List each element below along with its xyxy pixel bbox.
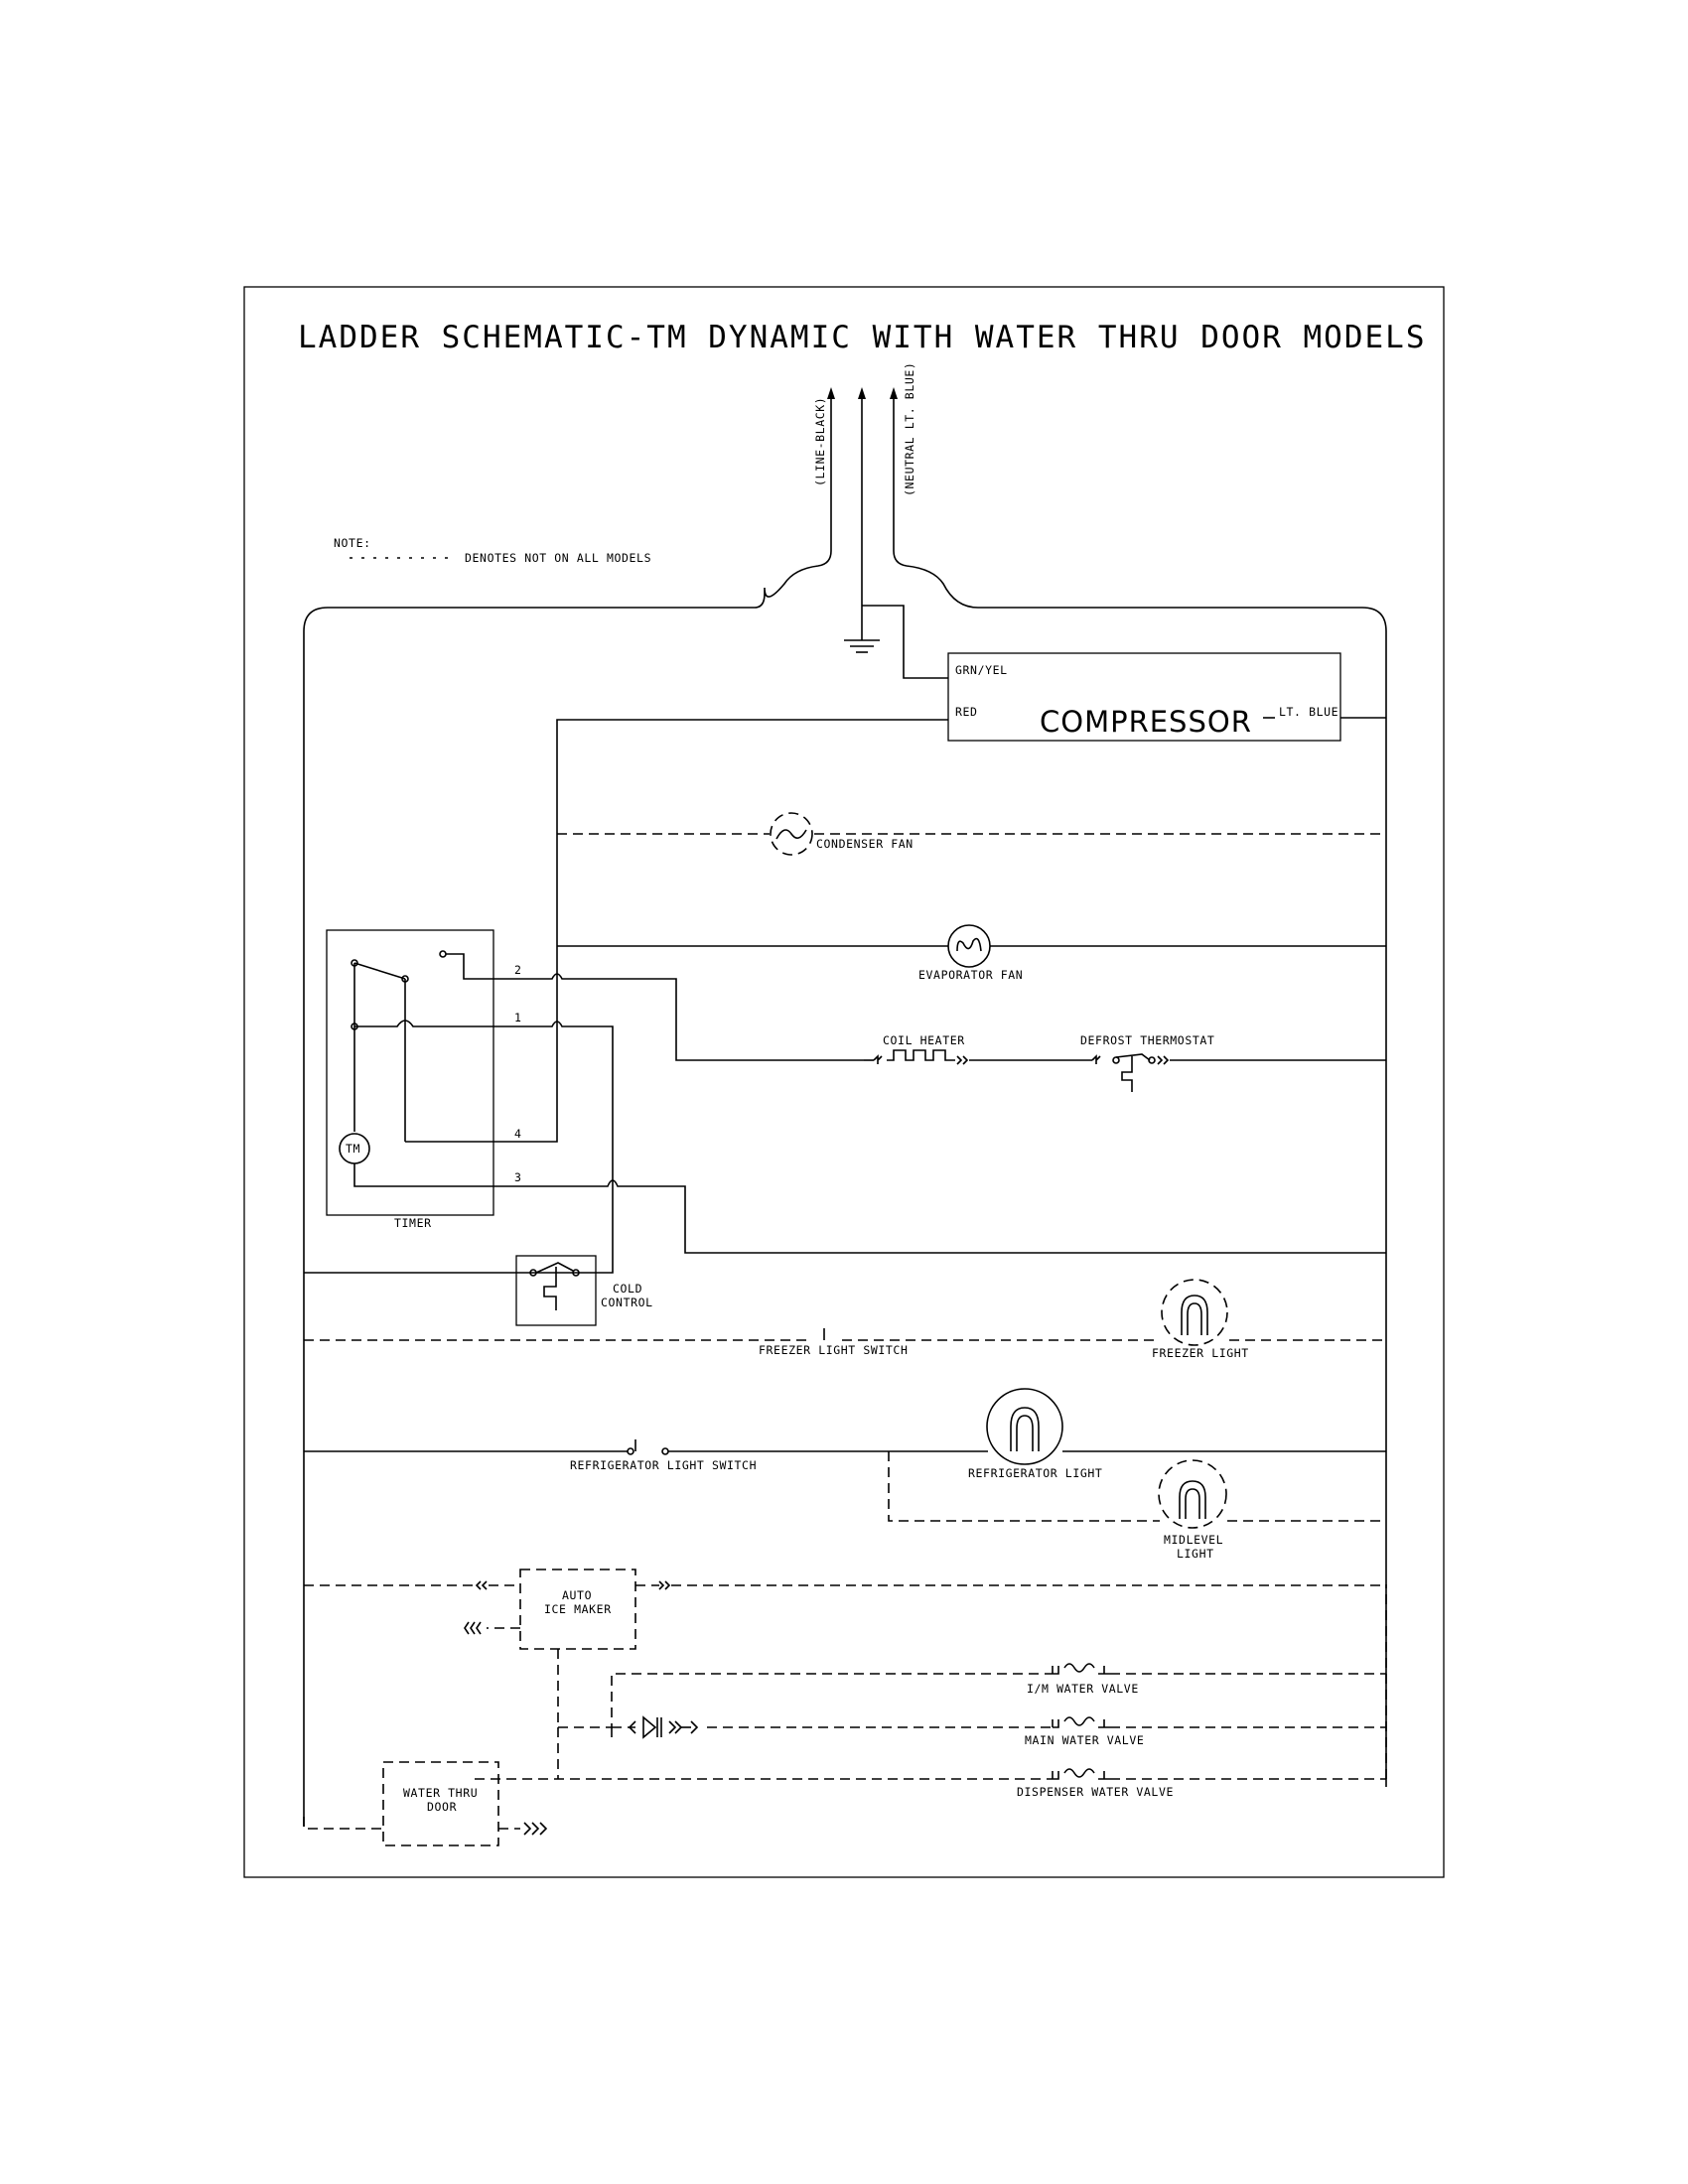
- evaporator-fan-label: EVAPORATOR FAN: [918, 968, 1023, 982]
- evaporator-fan-rung: EVAPORATOR FAN: [557, 924, 1386, 982]
- condenser-fan-rung: CONDENSER FAN: [557, 812, 1386, 856]
- compressor-wire-blue: LT. BLUE: [1279, 705, 1338, 719]
- refrigerator-light-switch-label: REFRIGERATOR LIGHT SWITCH: [570, 1458, 757, 1472]
- timer-label: TIMER: [394, 1216, 432, 1230]
- compressor-wire-red: RED: [955, 705, 978, 719]
- cold-control-label-1: COLD: [613, 1282, 642, 1296]
- freezer-light-rung: FREEZER LIGHT SWITCH FREEZER LIGHT: [304, 1279, 1386, 1360]
- water-valves: I/M WATER VALVE MAIN WATER VALVE DISPENS…: [475, 1584, 1387, 1799]
- note-legend-text: DENOTES NOT ON ALL MODELS: [465, 551, 651, 565]
- defrost-rung: COIL HEATER DEFROST THERMOSTAT: [864, 1033, 1386, 1092]
- timer-wiring: 2 1 4 3: [353, 963, 1386, 1274]
- dispenser-water-valve-label: DISPENSER WATER VALVE: [1017, 1785, 1174, 1799]
- ice-maker-label-2: ICE MAKER: [544, 1602, 612, 1616]
- timer-terminal-3: 3: [514, 1170, 522, 1184]
- ground-symbol: [844, 605, 948, 679]
- cold-control: COLD CONTROL: [304, 1255, 653, 1326]
- condenser-fan-label: CONDENSER FAN: [816, 837, 914, 851]
- schematic-title: LADDER SCHEMATIC-TM DYNAMIC WITH WATER T…: [298, 320, 1427, 355]
- defrost-thermostat-label: DEFROST THERMOSTAT: [1080, 1033, 1214, 1047]
- cold-control-label-2: CONTROL: [601, 1296, 653, 1309]
- freezer-light-switch-label: FREEZER LIGHT SWITCH: [759, 1343, 908, 1357]
- frame-border: [243, 286, 1445, 1878]
- refrigerator-light-label: REFRIGERATOR LIGHT: [968, 1466, 1102, 1480]
- compressor-label: COMPRESSOR: [1040, 705, 1252, 739]
- water-thru-door-label-2: DOOR: [427, 1800, 457, 1814]
- refrigerator-light-rung: REFRIGERATOR LIGHT SWITCH REFRIGERATOR L…: [304, 1388, 1386, 1480]
- note-heading: NOTE:: [334, 536, 371, 550]
- timer-terminal-1: 1: [514, 1011, 522, 1024]
- timer-motor-label: TM: [346, 1142, 360, 1156]
- power-cord: (LINE-BLACK) (NEUTRAL LT. BLUE): [303, 362, 1387, 1827]
- midlevel-light-label-1: MIDLEVEL: [1164, 1533, 1223, 1547]
- main-water-valve-label: MAIN WATER VALVE: [1025, 1733, 1144, 1747]
- supply-line-label: (LINE-BLACK): [813, 397, 827, 486]
- im-water-valve-label: I/M WATER VALVE: [1027, 1682, 1139, 1696]
- midlevel-light-rung: MIDLEVEL LIGHT: [888, 1451, 1386, 1561]
- compressor-wire-ground: GRN/YEL: [955, 663, 1008, 677]
- defrost-timer: TM TIMER: [326, 929, 542, 1230]
- freezer-light-label: FREEZER LIGHT: [1152, 1346, 1249, 1360]
- timer-terminal-4: 4: [514, 1127, 522, 1141]
- water-thru-door: WATER THRU DOOR: [303, 1761, 548, 1846]
- water-thru-door-label-1: WATER THRU: [403, 1786, 478, 1800]
- timer-terminal-2: 2: [514, 963, 522, 977]
- auto-ice-maker: AUTO ICE MAKER: [304, 1569, 1386, 1727]
- midlevel-light-label-2: LIGHT: [1177, 1547, 1214, 1561]
- supply-neutral-label: (NEUTRAL LT. BLUE): [903, 362, 916, 496]
- ice-maker-label-1: AUTO: [562, 1588, 592, 1602]
- compressor: GRN/YEL RED COMPRESSOR LT. BLUE: [947, 652, 1386, 742]
- coil-heater-label: COIL HEATER: [883, 1033, 965, 1047]
